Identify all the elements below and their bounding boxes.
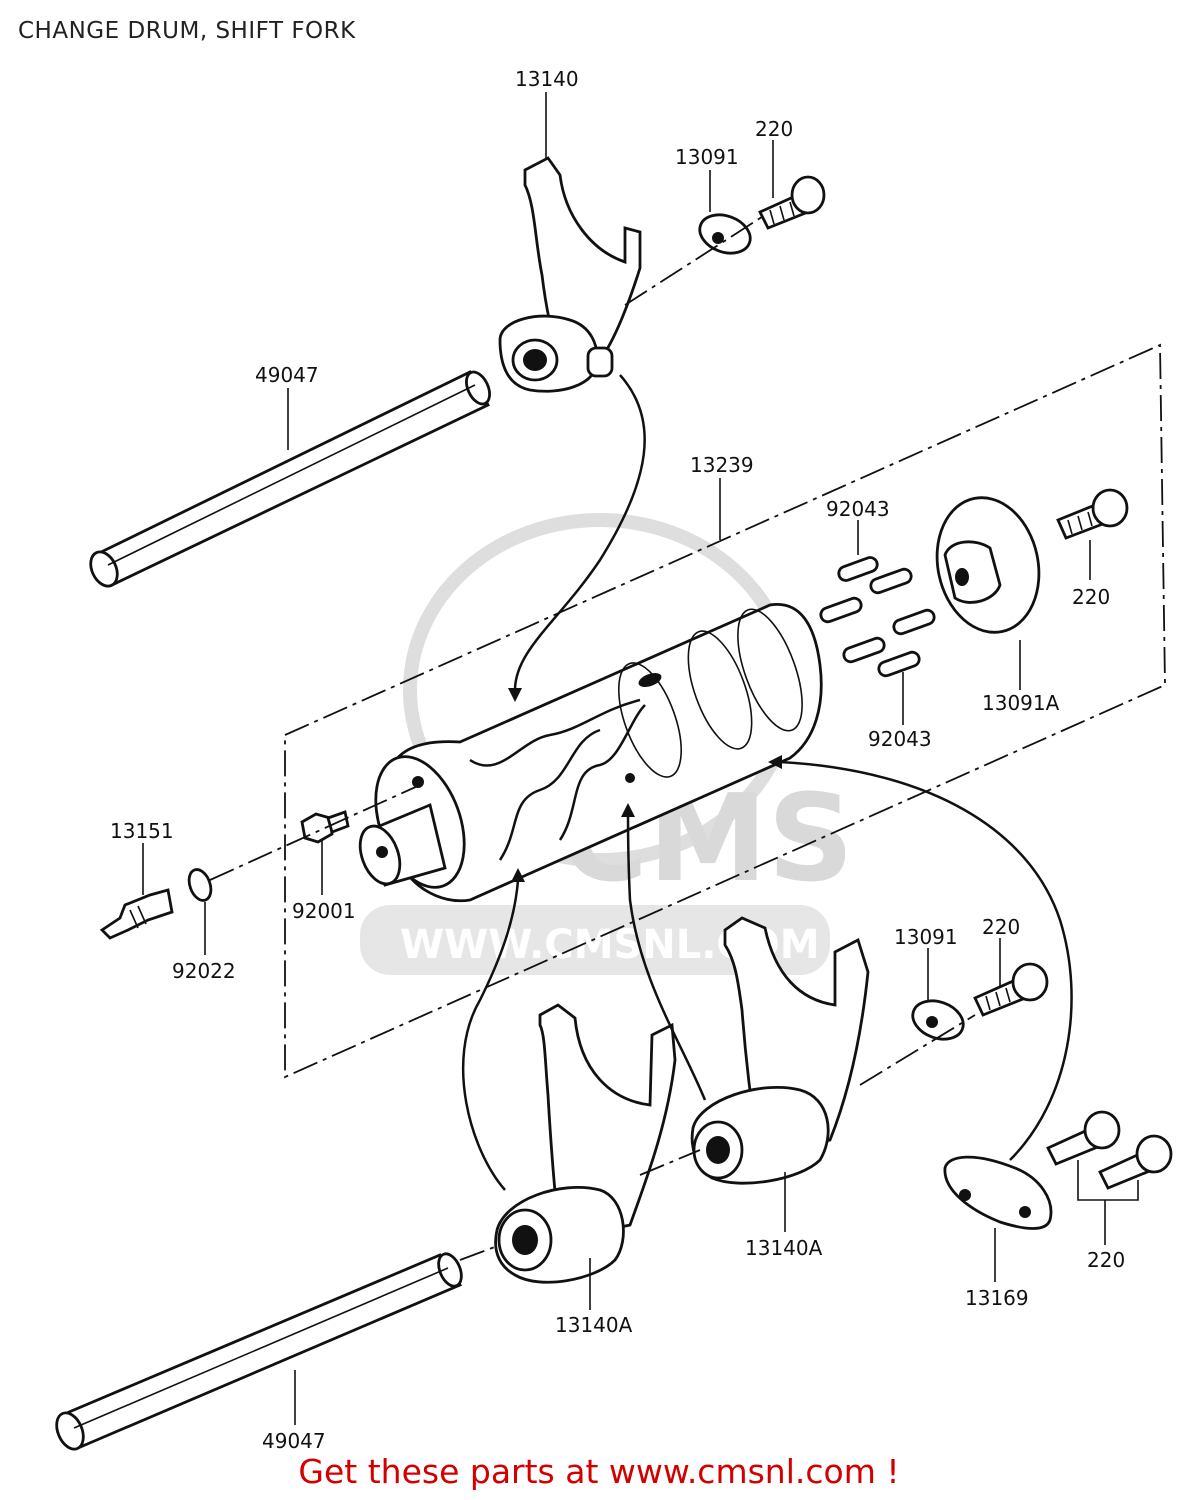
label-pin-bottom: 92043 [868,727,932,751]
washer-upper [698,213,752,255]
label-washer-top: 13091 [675,145,739,169]
label-drum: 13239 [690,453,754,477]
leader-lines [142,92,1106,1425]
axis-fork-shaft [639,1149,701,1176]
label-shaft-top: 49047 [255,363,319,387]
label-bolts-holder: 220 [1087,1248,1125,1272]
label-plate: 13091A [982,691,1060,715]
axis-lower-shaft [459,1244,501,1261]
label-bolt-top: 220 [755,117,793,141]
label-shaft-bottom: 49047 [262,1429,326,1453]
bolt-lower [973,962,1049,1017]
washer-switch [187,868,213,902]
axis-upper-fork [624,214,766,306]
label-switch: 13151 [110,819,174,843]
label-fork-low: 13140A [555,1313,633,1337]
shaft-lower [55,1252,463,1451]
drum-assembly-boundary [284,343,1166,1079]
part-labels: 13140 13091 220 49047 13239 92043 220 13… [110,67,1125,1453]
holder-bolts [1046,1110,1173,1201]
shift-fork-upper [498,156,642,393]
pin-plate [935,496,1041,634]
label-holder: 13169 [965,1286,1029,1310]
bolt-plate [1056,488,1129,540]
axis-drum [209,784,421,881]
diagram-title: CHANGE DRUM, SHIFT FORK [18,18,356,44]
change-drum [358,602,823,903]
label-bolt-plate: 220 [1072,585,1110,609]
label-stopper-bolt: 92001 [292,899,356,923]
shaft-upper [89,370,491,588]
footer-link-text[interactable]: Get these parts at www.cmsnl.com ! [298,1452,900,1491]
engagement-arrows [461,374,1073,1191]
label-fork-top: 13140 [515,67,579,91]
label-fork-mid: 13140A [745,1236,823,1260]
neutral-switch [99,888,174,940]
drum-pins [819,556,936,678]
shift-fork-middle [690,916,870,1185]
shift-fork-lower [494,1003,677,1284]
axis-lower-fork [859,1014,976,1086]
label-pin-top: 92043 [826,497,890,521]
label-washer-lower: 13091 [894,925,958,949]
label-washer-switch: 92022 [172,959,236,983]
bolt-upper [758,175,826,230]
holder [943,1155,1053,1230]
label-bolt-lower: 220 [982,915,1020,939]
